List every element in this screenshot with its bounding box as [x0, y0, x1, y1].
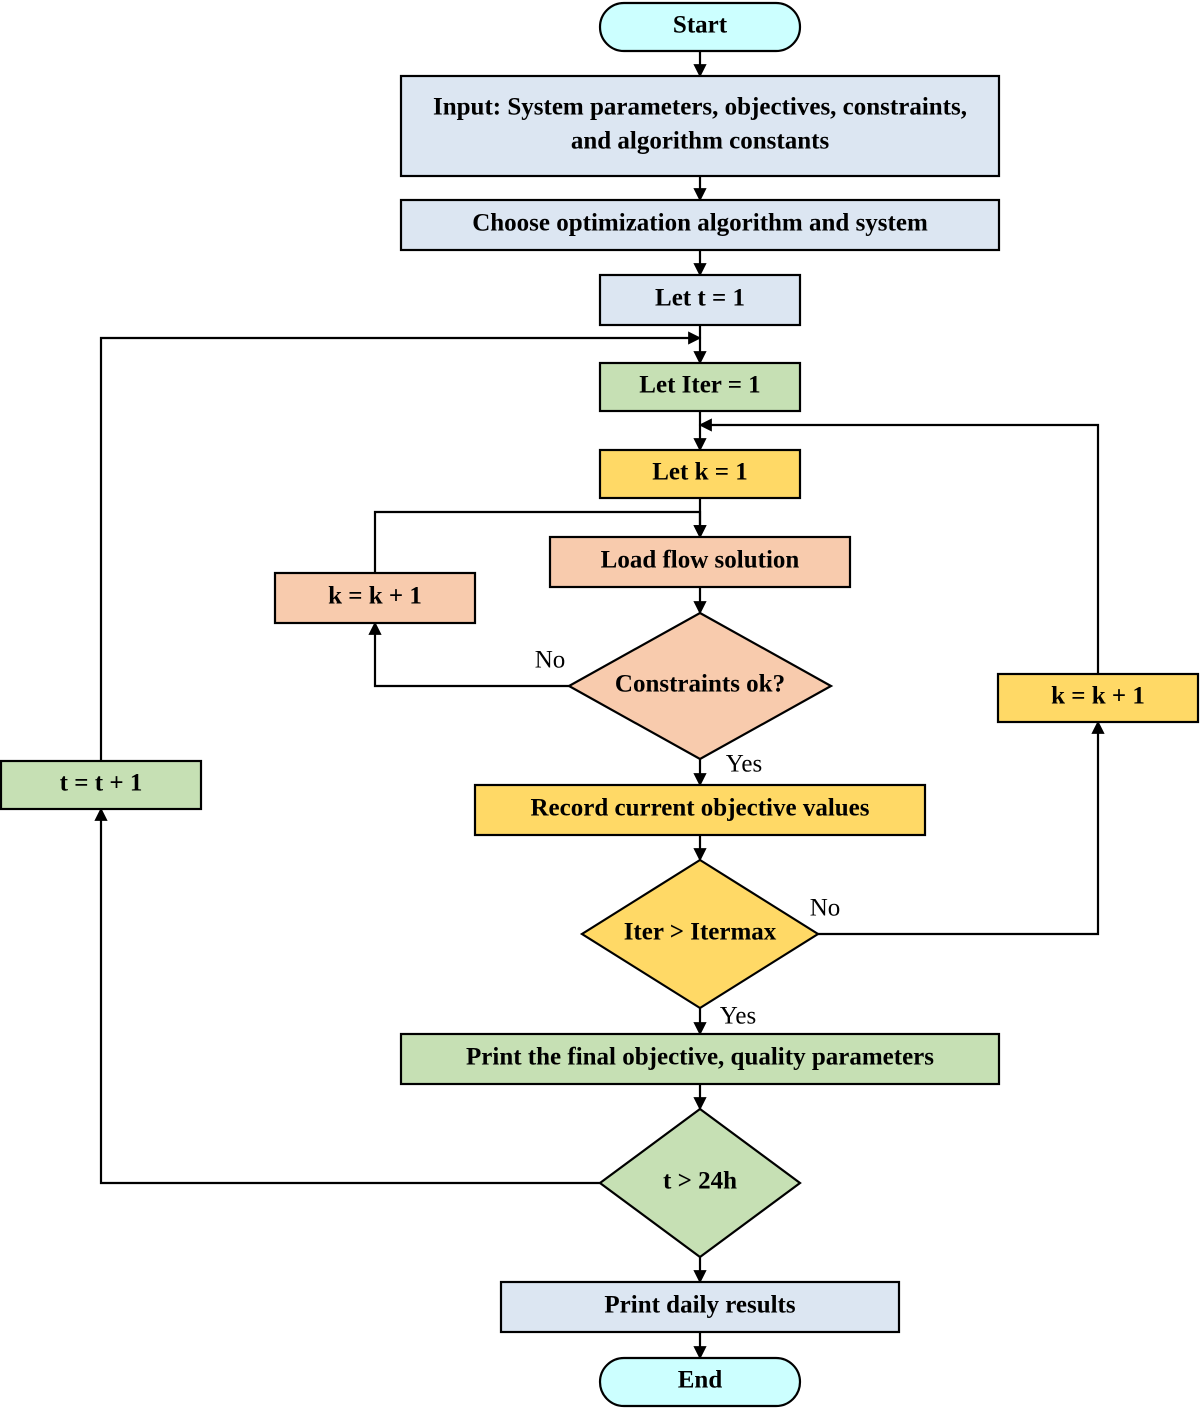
node-label: End	[678, 1367, 723, 1394]
process-shape	[399, 198, 1001, 252]
process-shape	[598, 448, 802, 500]
process-shape	[473, 783, 927, 837]
terminator-shape	[598, 1, 802, 53]
node-input: Input: System parameters, objectives, co…	[399, 74, 1001, 178]
decision-shape	[579, 858, 821, 1010]
process-shape	[598, 273, 802, 327]
edge-label-iter-no: No	[810, 895, 841, 922]
node-end: End	[598, 1356, 802, 1408]
node-label: Let k = 1	[652, 459, 748, 486]
edge-label-constraints-yes: Yes	[726, 751, 762, 778]
node-label: Choose optimization algorithm and system	[472, 210, 928, 237]
edge-t-inc-loop	[99, 331, 702, 761]
node-k-inc-outer: k = k + 1	[996, 672, 1200, 724]
node-label: Let Iter = 1	[639, 372, 760, 399]
node-constraints: Constraints ok?	[566, 611, 834, 761]
node-label: Input: System parameters, objectives, co…	[433, 94, 967, 121]
node-let-iter: Let Iter = 1	[598, 361, 802, 413]
node-label: Load flow solution	[601, 547, 800, 574]
node-label: k = k + 1	[1051, 683, 1145, 710]
node-choose: Choose optimization algorithm and system	[399, 198, 1001, 252]
node-t-check: t > 24h	[598, 1107, 802, 1259]
edge-t-check-no	[94, 807, 600, 1185]
node-start: Start	[598, 1, 802, 53]
node-k-inc-inner: k = k + 1	[273, 571, 477, 625]
edge-label-constraints-no: No	[535, 647, 566, 674]
node-label: Record current objective values	[530, 795, 869, 822]
edge-label-iter-yes: Yes	[720, 1003, 756, 1030]
node-label: Constraints ok?	[615, 671, 785, 698]
edge-k-inner-loop	[373, 510, 707, 573]
process-shape	[399, 1032, 1001, 1086]
node-iter-check: Iter > Itermax	[579, 858, 821, 1010]
node-let-k: Let k = 1	[598, 448, 802, 500]
node-label: Start	[673, 12, 728, 39]
node-label: Print the final objective, quality param…	[466, 1044, 934, 1071]
node-label: and algorithm constants	[571, 128, 830, 155]
node-record: Record current objective values	[473, 783, 927, 837]
process-shape	[598, 361, 802, 413]
decision-shape	[598, 1107, 802, 1259]
node-t-inc: t = t + 1	[0, 759, 203, 811]
process-shape	[0, 759, 203, 811]
process-shape	[399, 74, 1001, 178]
node-label: Iter > Itermax	[624, 919, 777, 946]
node-load-flow: Load flow solution	[548, 535, 852, 589]
flowchart-edges	[94, 51, 1105, 1360]
node-print-daily: Print daily results	[499, 1280, 901, 1334]
node-label: k = k + 1	[328, 583, 422, 610]
node-label: t > 24h	[663, 1168, 737, 1195]
edge-iter-no	[818, 720, 1105, 936]
node-label: Let t = 1	[655, 285, 745, 312]
edge-constraints-no	[368, 621, 569, 688]
process-shape	[996, 672, 1200, 724]
process-shape	[273, 571, 477, 625]
process-shape	[548, 535, 852, 589]
process-shape	[499, 1280, 901, 1334]
node-let-t: Let t = 1	[598, 273, 802, 327]
node-label: t = t + 1	[60, 770, 143, 797]
edge-k-outer-loop	[698, 418, 1100, 674]
node-print-final: Print the final objective, quality param…	[399, 1032, 1001, 1086]
terminator-shape	[598, 1356, 802, 1408]
node-label: Print daily results	[604, 1292, 795, 1319]
decision-shape	[566, 611, 834, 761]
